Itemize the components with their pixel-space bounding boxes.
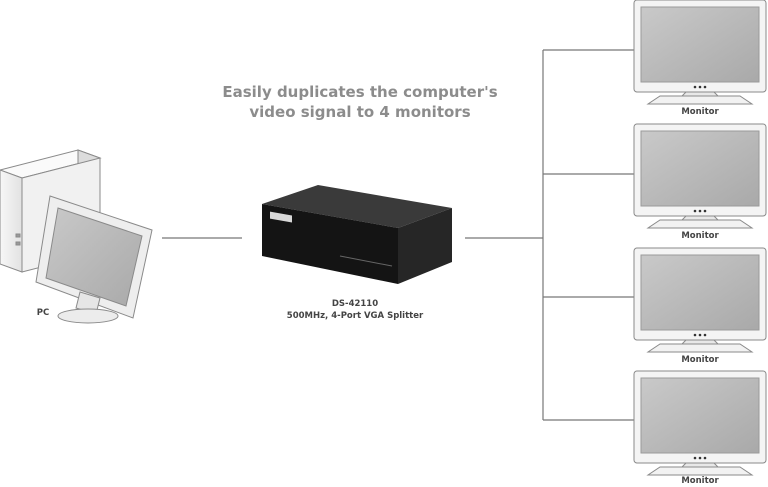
monitor-group: [633, 0, 767, 476]
pc-computer: [0, 149, 153, 324]
pc-monitor-screen: [45, 207, 143, 307]
pc-drive-slot: [15, 233, 21, 238]
splitter-front-label: [339, 255, 393, 267]
splitter-side: [398, 208, 452, 284]
monitor-led: [693, 456, 697, 460]
monitor-2: [633, 123, 767, 229]
monitor-screen: [640, 254, 760, 331]
monitor-led: [693, 85, 697, 89]
headline: Easily duplicates the computer's video s…: [210, 82, 510, 122]
vga-splitter: [262, 185, 452, 284]
pc-tower-front: [0, 169, 23, 273]
headline-line-1: Easily duplicates the computer's: [222, 83, 498, 101]
monitor-led: [698, 333, 702, 337]
monitor-stand: [680, 339, 720, 345]
monitor-stand: [680, 215, 720, 221]
monitor-led: [703, 456, 707, 460]
monitor-screen: [640, 130, 760, 207]
splitter-model: DS-42110: [331, 299, 379, 309]
monitor-base: [646, 466, 754, 476]
splitter-front: [262, 204, 398, 284]
monitor-label-2: Monitor: [681, 231, 719, 241]
splitter-top: [262, 185, 452, 228]
monitor-stand: [680, 462, 720, 468]
headline-line-2: video signal to 4 monitors: [249, 103, 471, 121]
monitor-led: [698, 209, 702, 213]
monitor-led: [703, 209, 707, 213]
monitor-led: [698, 85, 702, 89]
monitor-stand: [680, 91, 720, 97]
pc-label: PC: [36, 308, 50, 318]
monitor-base: [646, 95, 754, 105]
monitor-label-3: Monitor: [681, 355, 719, 365]
connection-lines: [162, 49, 635, 421]
splitter-caption: DS-42110 500MHz, 4-Port VGA Splitter: [250, 298, 460, 322]
monitor-led: [693, 333, 697, 337]
monitor-4: [633, 370, 767, 476]
pc-monitor-base: [57, 308, 119, 324]
monitor-label-1: Monitor: [681, 107, 719, 117]
pc-button: [15, 241, 21, 246]
monitor-led: [698, 456, 702, 460]
splitter-description: 500MHz, 4-Port VGA Splitter: [286, 311, 424, 321]
monitor-led: [693, 209, 697, 213]
monitor-base: [646, 219, 754, 229]
monitor-led: [703, 85, 707, 89]
monitor-screen: [640, 377, 760, 454]
monitor-base: [646, 343, 754, 353]
splitter-logo-plate: [270, 211, 292, 223]
monitor-led: [703, 333, 707, 337]
monitor-1: [633, 0, 767, 105]
monitor-screen: [640, 6, 760, 83]
monitor-label-4: Monitor: [681, 476, 719, 486]
monitor-3: [633, 247, 767, 353]
